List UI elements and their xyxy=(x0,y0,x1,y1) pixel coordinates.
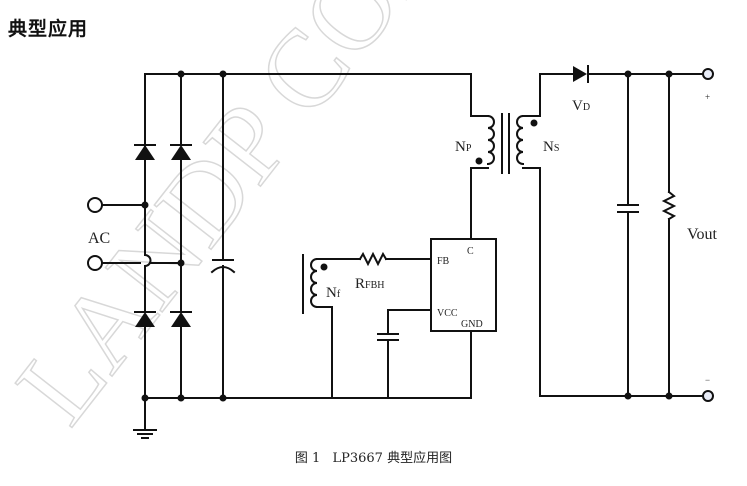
controller-ic xyxy=(430,238,497,399)
output-terminal-plus xyxy=(702,68,714,80)
output-diode xyxy=(573,65,709,83)
transformer-core xyxy=(501,113,510,174)
ac-terminal-top xyxy=(87,197,146,213)
secondary-winding xyxy=(516,73,709,397)
bridge-diode-d3 xyxy=(134,311,156,327)
ic-pin-c: C xyxy=(467,246,474,257)
junction-dots xyxy=(141,70,673,402)
bridge-diode-d2 xyxy=(170,144,192,160)
auxiliary-winding xyxy=(302,254,361,399)
ground-icon xyxy=(133,429,157,439)
output-minus-label: − xyxy=(705,375,710,385)
ac-label: AC xyxy=(88,230,110,247)
vout-label: Vout xyxy=(687,226,717,243)
feedback-resistor xyxy=(358,251,432,267)
ac-terminal-bottom xyxy=(87,255,182,271)
vcc-capacitor xyxy=(377,309,432,399)
feedback-resistor-label: RFBH xyxy=(355,276,384,292)
figure-caption: 图 1 LP3667 典型应用图 xyxy=(0,447,747,466)
output-plus-label: + xyxy=(705,92,710,102)
primary-winding xyxy=(470,114,495,240)
primary-top-rail xyxy=(144,73,489,149)
bridge-diode-d1 xyxy=(134,144,156,160)
bulk-capacitor xyxy=(210,73,236,399)
watermark: LANDP CONF xyxy=(0,0,510,446)
output-capacitor xyxy=(617,73,639,397)
section-title: 典型应用 xyxy=(8,18,89,40)
ic-pin-vcc: VCC xyxy=(437,308,458,319)
secondary-winding-label: NS xyxy=(543,139,559,155)
figure-caption-prefix: 图 1 xyxy=(294,451,321,466)
bridge-diode-d4 xyxy=(170,311,192,327)
output-terminal-minus xyxy=(702,390,714,402)
aux-winding-label: Nf xyxy=(326,285,341,301)
load-resistor xyxy=(661,73,677,397)
figure-caption-text: LP3667 典型应用图 xyxy=(332,451,453,466)
primary-winding-label: NP xyxy=(455,139,472,155)
ic-pin-fb: FB xyxy=(437,256,450,267)
output-diode-label: VD xyxy=(572,98,590,114)
ic-pin-gnd: GND xyxy=(461,319,483,330)
